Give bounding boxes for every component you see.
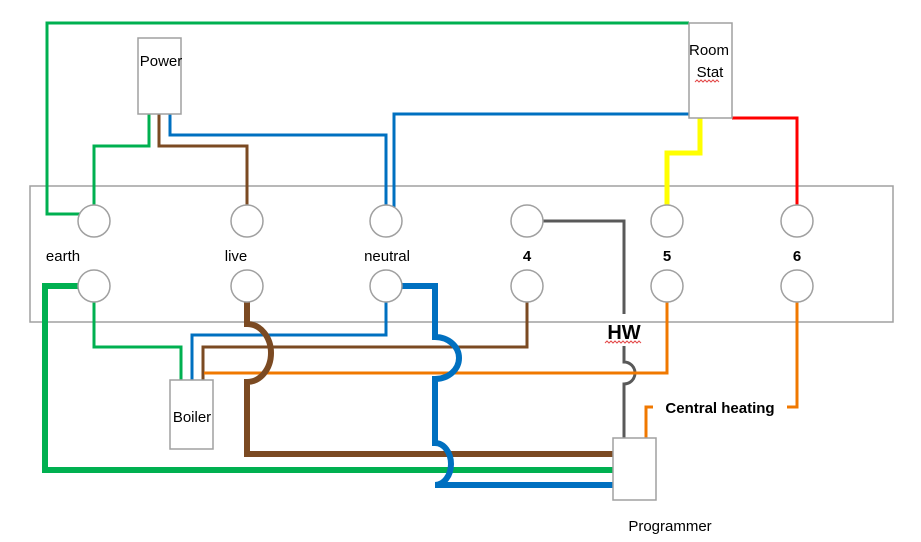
wire-boiler-neutral [190,302,388,380]
wire-central-heating-prog [644,405,653,438]
power-label: Power [140,53,183,70]
terminal-label-6: 6 [793,248,801,265]
central-heating-label: Central heating [665,400,774,417]
wire-stat-t6 [732,116,799,205]
wire-prog-live [244,302,613,457]
programmer-label: Programmer [628,518,711,535]
spellcheck-squiggle-hw [604,340,642,344]
wire-power-earth [92,114,151,205]
wire-power-neutral [168,114,388,205]
terminal-4-top [510,204,544,238]
wire-central-heating [787,302,799,409]
room-stat-label-line2: Stat [697,64,725,81]
wire-prog-neutral [402,283,613,488]
power-box [137,37,182,115]
boiler-label: Boiler [173,409,211,426]
wire-hw [543,219,626,314]
terminal-earth-top [77,204,111,238]
hw-label: HW [607,322,640,344]
wire-boiler-t5 [204,302,669,375]
room-stat-label-line1: Room [689,42,729,59]
terminal-label-neutral: neutral [364,248,410,265]
programmer-box [612,437,657,501]
terminal-earth-bottom [77,269,111,303]
wire-boiler-earth [92,302,183,380]
terminal-5-top [650,204,684,238]
terminal-6-top [780,204,814,238]
room-stat-box [688,22,733,119]
terminal-4-bottom [510,269,544,303]
terminal-label-4: 4 [523,248,532,265]
terminal-label-live: live [225,248,248,265]
wire-stat-t5 [664,118,703,205]
terminal-6-bottom [780,269,814,303]
wire-prog-earth [42,283,613,473]
terminal-neutral-bottom [369,269,403,303]
wire-hw-lower [622,346,637,438]
boiler-box [169,379,214,450]
terminal-label-earth: earth [46,248,80,265]
terminal-5-bottom [650,269,684,303]
junction-box [29,185,894,323]
terminal-live-bottom [230,269,264,303]
wire-power-live [157,114,249,205]
terminal-neutral-top [369,204,403,238]
terminal-live-top [230,204,264,238]
wire-stat-neutral [392,112,689,207]
wire-boiler-t4 [201,302,529,380]
terminal-label-5: 5 [663,248,671,265]
spellcheck-squiggle-stat [694,79,720,83]
wire-stat-earth [45,21,689,216]
